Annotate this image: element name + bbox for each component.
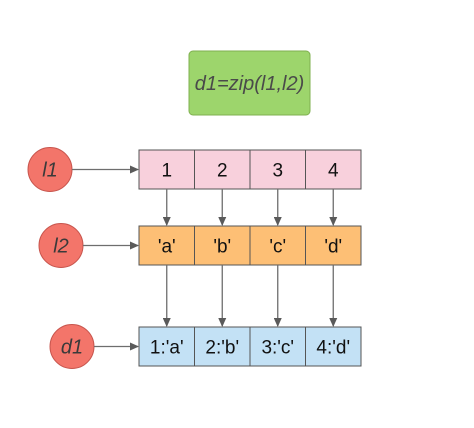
- row-d1: d1 1:'a' 2:'b' 3:'c' 4:'d': [49, 324, 362, 369]
- cell-l2-2: [249, 225, 306, 266]
- variable-label-l2: l2: [53, 236, 69, 258]
- cell-l2-3: [305, 225, 362, 266]
- title-label: d1=zip(l1,l2): [195, 73, 305, 95]
- cell-value-l2-1: 'b': [213, 237, 231, 258]
- title-box: d1=zip(l1,l2): [188, 50, 311, 116]
- cell-value-l1-1: 2: [217, 161, 228, 182]
- cell-value-d1-2: 3:'c': [261, 338, 294, 359]
- row-l2: l2 'a' 'b' 'c' 'd': [38, 223, 362, 268]
- cell-value-l2-2: 'c': [269, 237, 286, 258]
- cell-l2-1: [194, 225, 251, 266]
- cell-l2-0: [138, 225, 195, 266]
- cell-value-d1-0: 1:'a': [150, 338, 184, 359]
- rows-layer: l1 1 2 3 4 l2 'a' 'b' 'c' 'd' d1 1:'a' 2:'b' 3:'c' 4:'…: [27, 147, 362, 369]
- variable-label-l1: l1: [42, 160, 58, 182]
- cell-value-l1-2: 3: [272, 161, 283, 182]
- cell-d1-1: [194, 326, 251, 367]
- cell-value-l1-0: 1: [161, 161, 172, 182]
- cell-l1-3: [305, 149, 362, 190]
- cell-value-l2-0: 'a': [158, 237, 176, 258]
- cell-value-l1-3: 4: [328, 161, 339, 182]
- cell-d1-2: [249, 326, 306, 367]
- variable-label-d1: d1: [61, 337, 83, 359]
- cell-l1-2: [249, 149, 306, 190]
- cell-value-d1-3: 4:'d': [316, 338, 350, 359]
- arrows-layer: [72, 165, 338, 351]
- cell-value-l2-3: 'd': [324, 237, 342, 258]
- cell-value-d1-1: 2:'b': [205, 338, 239, 359]
- cell-d1-3: [305, 326, 362, 367]
- row-l1: l1 1 2 3 4: [27, 147, 362, 192]
